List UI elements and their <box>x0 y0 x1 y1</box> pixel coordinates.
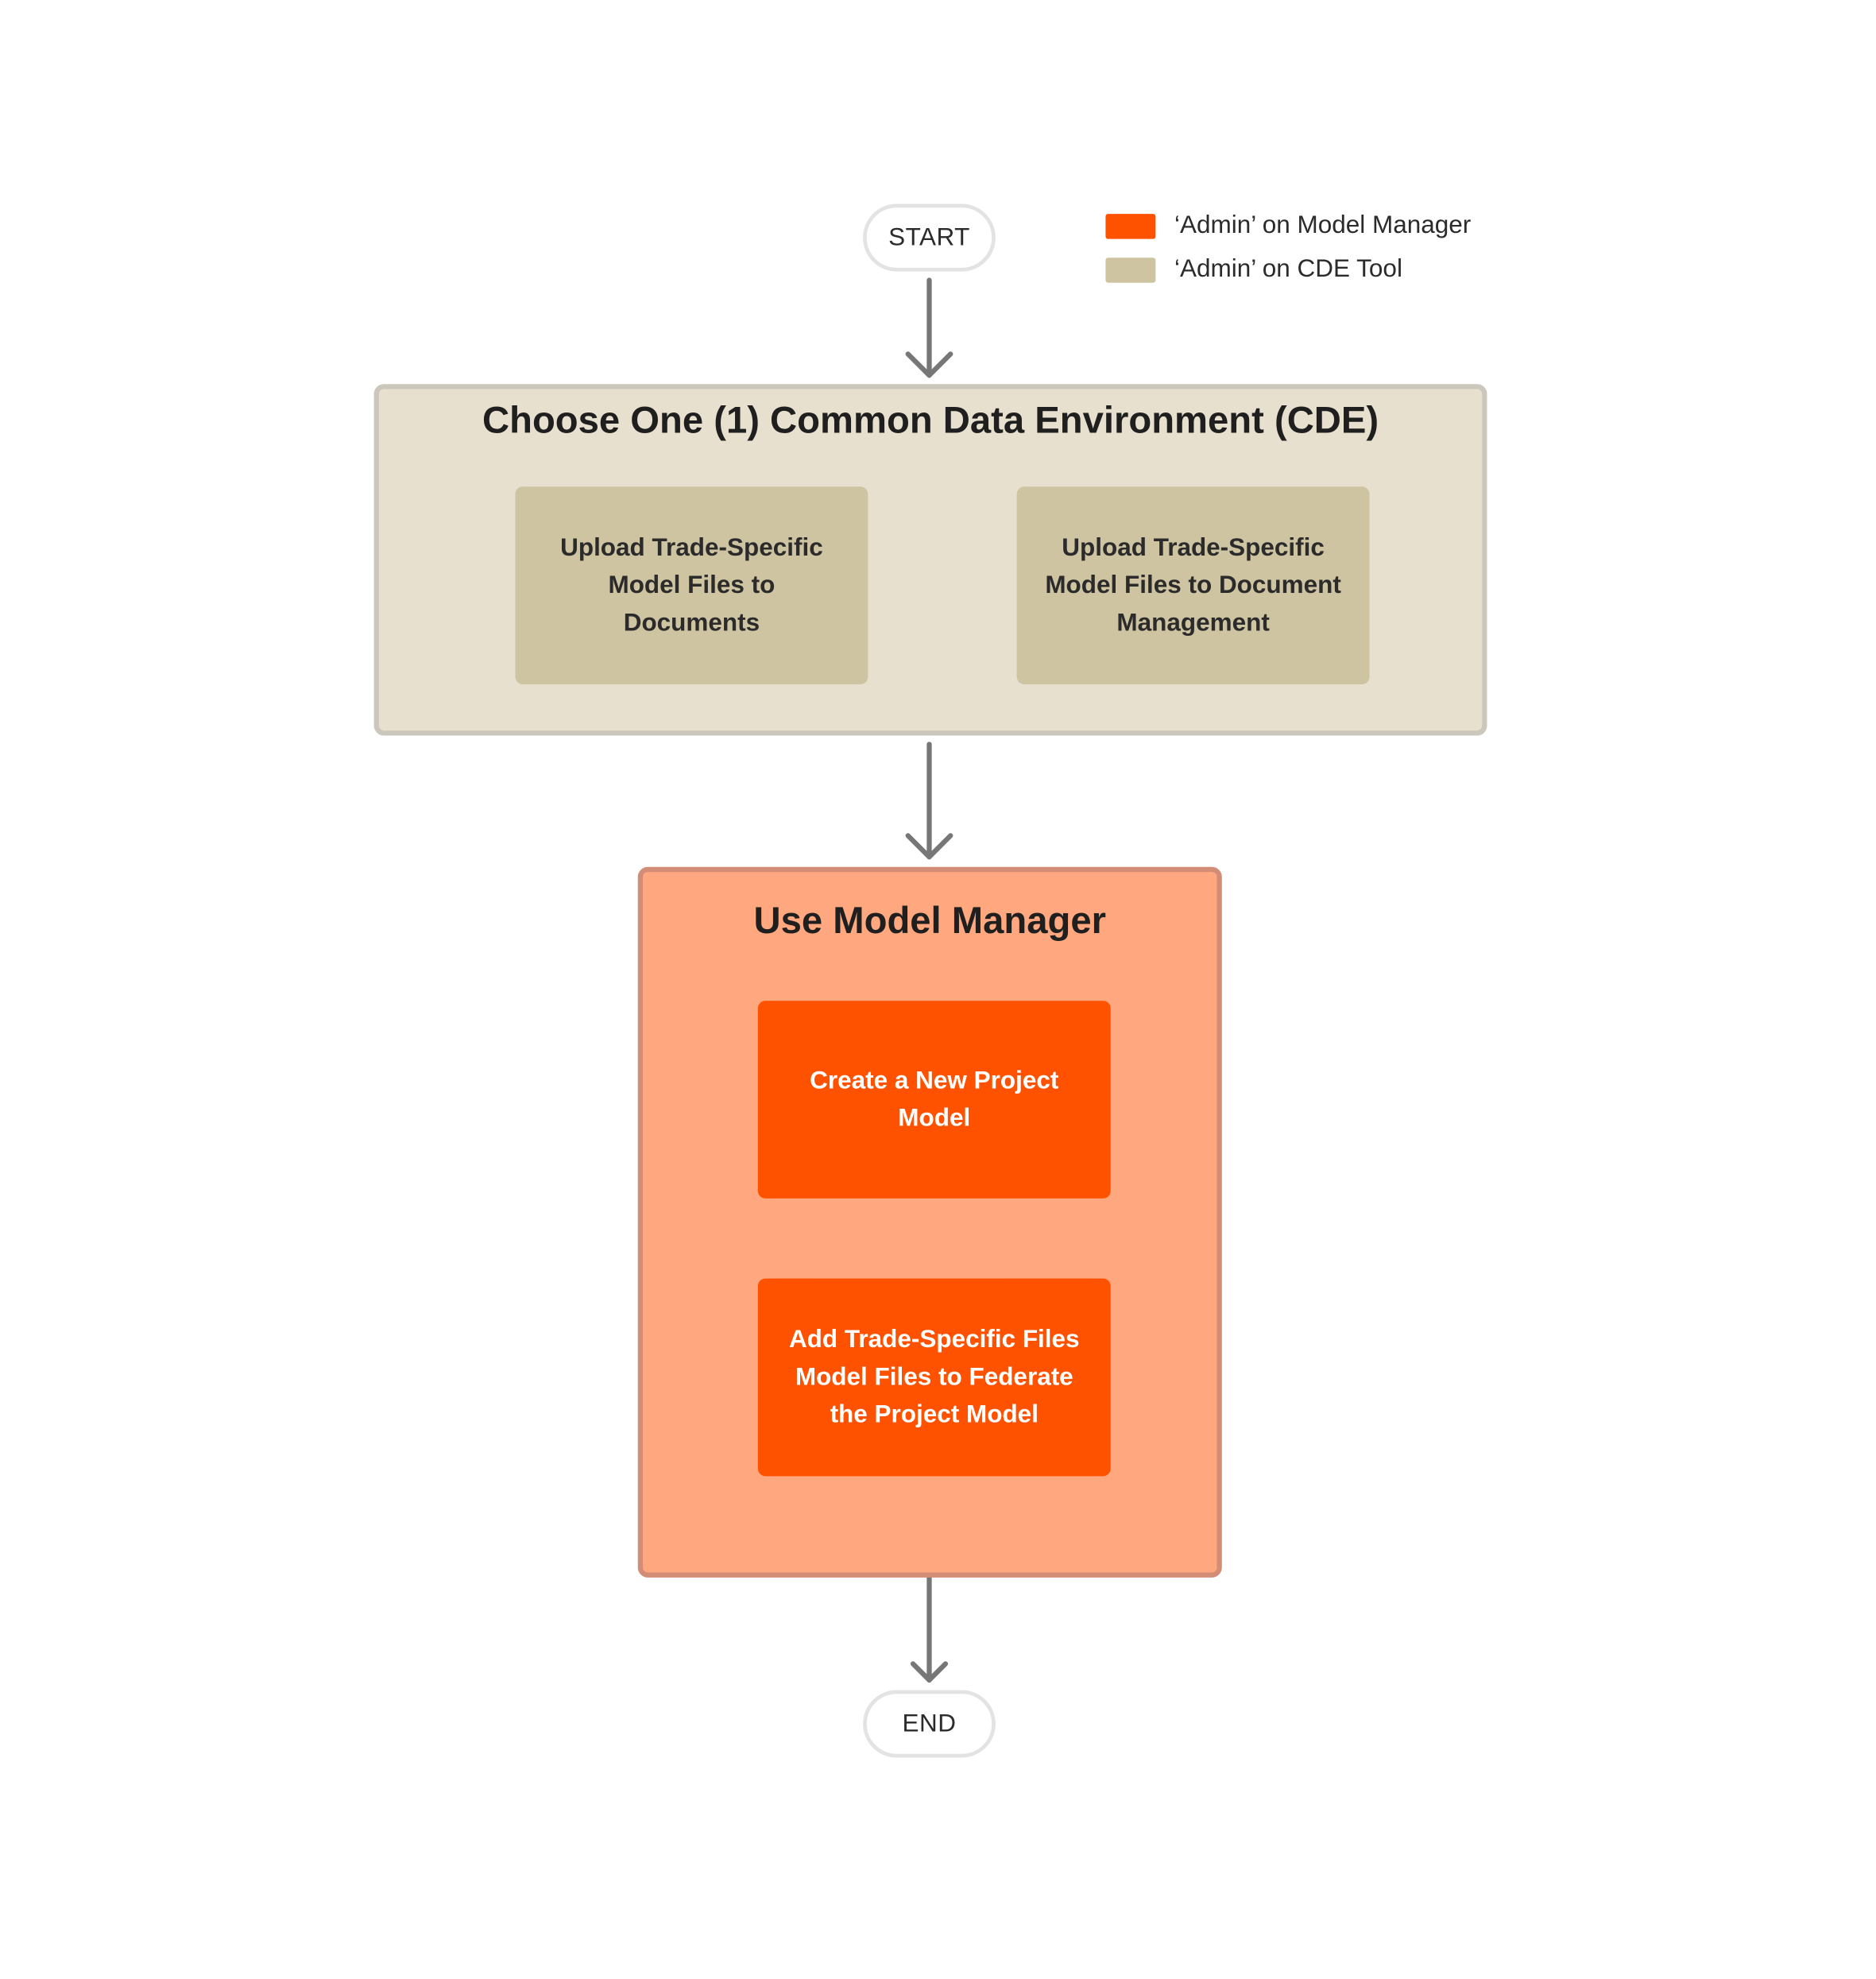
cde-group-title: Choose One (1) Common Data Environment (… <box>482 400 1379 442</box>
step-upload-to-document-management: Upload Trade-Specific Model Files to Doc… <box>1016 486 1370 684</box>
cde-group: Choose One (1) Common Data Environment (… <box>373 384 1487 736</box>
legend-label-cde-tool: ‘Admin’ on CDE Tool <box>1174 255 1402 283</box>
legend-swatch-cde-tool <box>1105 257 1156 282</box>
arrow-cde-to-model-manager <box>905 742 953 860</box>
legend-label-model-manager: ‘Admin’ on Model Manager <box>1174 211 1472 239</box>
start-node: START <box>863 203 996 272</box>
end-node: END <box>863 1690 996 1758</box>
model-manager-group-title: Use Model Manager <box>753 900 1106 943</box>
legend-item-model-manager: ‘Admin’ on Model Manager <box>1105 211 1471 240</box>
step-upload-to-documents: Upload Trade-Specific Model Files to Doc… <box>515 486 868 684</box>
arrow-start-to-cde <box>905 277 953 378</box>
legend-swatch-model-manager <box>1105 213 1156 238</box>
model-manager-group: Use Model Manager Create a New Project M… <box>637 866 1222 1578</box>
step-federate-project-model: Add Trade-Specific Files Model Files to … <box>757 1278 1111 1477</box>
legend-item-cde-tool: ‘Admin’ on CDE Tool <box>1105 255 1402 284</box>
step-create-project-model: Create a New Project Model <box>757 1001 1111 1199</box>
